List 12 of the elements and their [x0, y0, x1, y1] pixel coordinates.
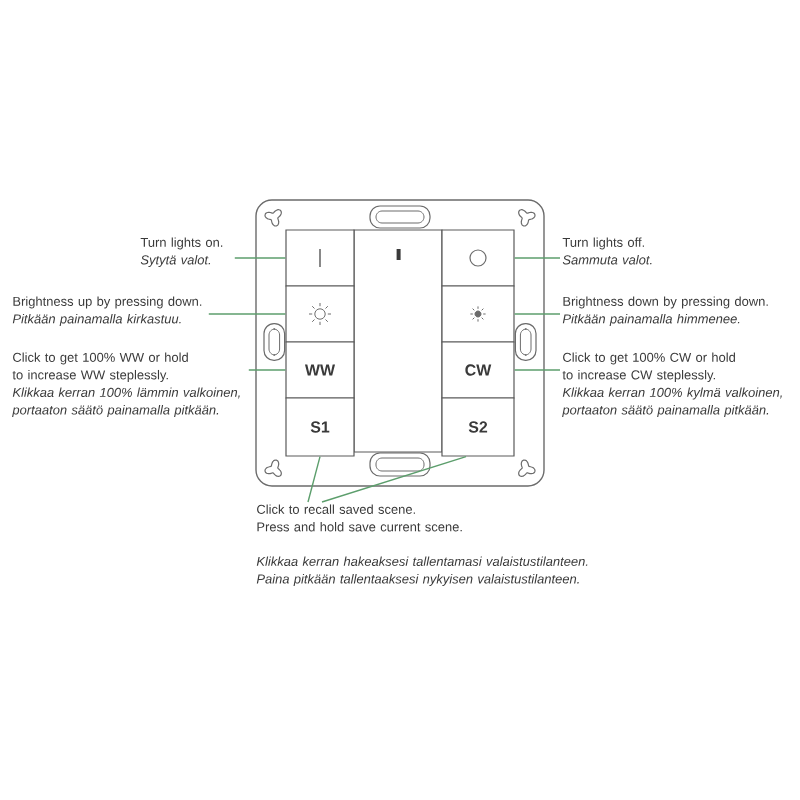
leader-line [513, 257, 561, 259]
leader-line [513, 369, 561, 371]
leader-line [234, 257, 287, 259]
switch-button [441, 285, 515, 343]
leader-line [208, 313, 287, 315]
switch-button [285, 229, 355, 287]
leader-line [513, 313, 561, 315]
switch-button [285, 285, 355, 343]
leader-line [248, 369, 287, 371]
leader-line [321, 455, 467, 503]
leader-line [307, 455, 321, 503]
switch-button [441, 229, 515, 287]
